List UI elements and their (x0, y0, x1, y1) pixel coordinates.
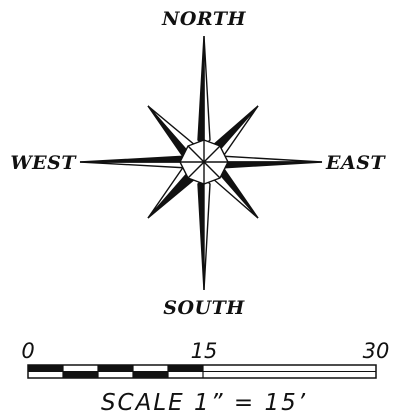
north-label: NORTH (161, 8, 247, 30)
scale-segment (98, 365, 133, 372)
scale-segment (63, 371, 98, 378)
west-label: WEST (10, 152, 77, 174)
scale-segment (28, 365, 63, 372)
south-label: SOUTH (163, 297, 245, 319)
south-point (197, 176, 211, 291)
west-point (79, 155, 196, 169)
scale-segment (133, 371, 168, 378)
compass-center (179, 139, 229, 185)
north-point (197, 35, 211, 148)
compass-rose (79, 35, 323, 291)
southeast-point (211, 165, 259, 219)
scale-bar: 0 15 30 SCALE 1” = 15’ (21, 339, 389, 416)
east-label: EAST (325, 152, 386, 174)
scale-label-30: 30 (363, 339, 390, 363)
scale-label-0: 0 (21, 339, 34, 363)
northeast-point (211, 105, 259, 159)
scale-label-15: 15 (191, 339, 218, 363)
scale-segment (168, 365, 203, 372)
east-point (212, 155, 323, 169)
scale-caption: SCALE 1” = 15’ (101, 390, 307, 416)
